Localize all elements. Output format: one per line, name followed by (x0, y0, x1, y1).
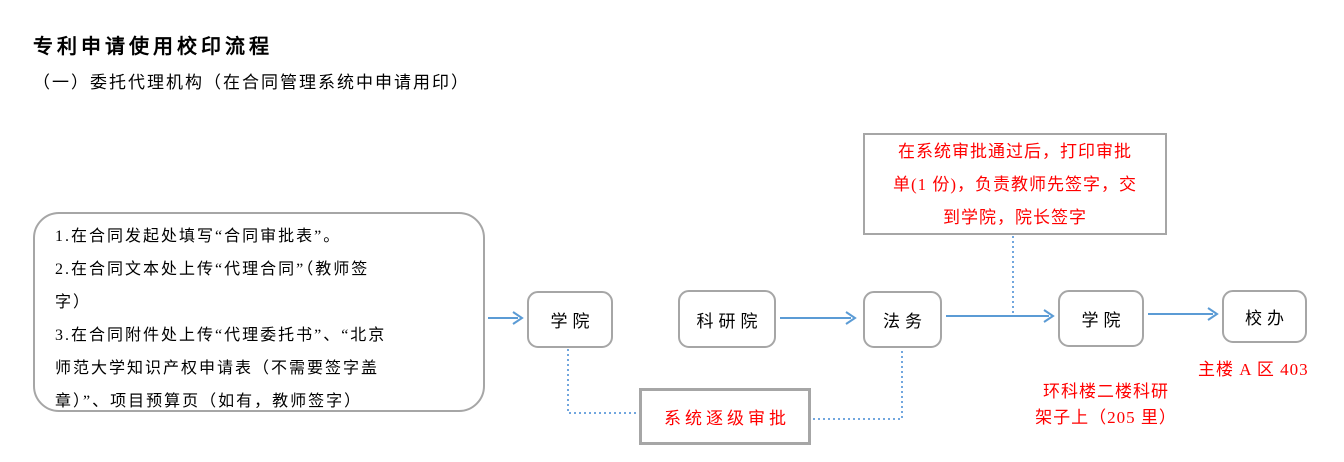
flow-step-xiaoban: 校办 (1222, 290, 1307, 343)
flow-step-fawu: 法务 (863, 291, 942, 348)
system-approval-box: 系统逐级审批 (639, 388, 811, 445)
location-note-xiaoban: 主楼 A 区 403 (1198, 360, 1309, 379)
arrow-instructions-to-xueyuan1 (488, 311, 524, 325)
arrow-xueyuan2-to-xiaoban (1148, 307, 1219, 321)
system-approval-label: 系统逐级审批 (664, 409, 790, 428)
page-title: 专利申请使用校印流程 (33, 36, 273, 58)
contract-instructions-text: 1.在合同发起处填写“合同审批表”。 2.在合同文本处上传“代理合同”（教师签 … (55, 228, 387, 410)
contract-instructions-box: 1.在合同发起处填写“合同审批表”。 2.在合同文本处上传“代理合同”（教师签 … (33, 212, 485, 412)
flow-step-label: 法务 (883, 312, 927, 331)
flow-step-keyanyuan: 科研院 (678, 290, 776, 348)
dotted-connector-system-to-fawu (813, 349, 903, 420)
flow-step-label: 校办 (1245, 309, 1289, 328)
page-subtitle: （一）委托代理机构（在合同管理系统中申请用印） (33, 73, 470, 92)
print-approval-note-box: 在系统审批通过后，打印审批 单(1 份)，负责教师先签字，交 到学院，院长签字 (863, 133, 1167, 235)
dotted-connector-xueyuan1-to-system (567, 349, 637, 414)
flow-step-xueyuan-2: 学院 (1058, 290, 1144, 347)
print-approval-note-text: 在系统审批通过后，打印审批 单(1 份)，负责教师先签字，交 到学院，院长签字 (892, 141, 1138, 227)
arrow-fawu-to-xueyuan2 (946, 309, 1055, 323)
flow-step-label: 科研院 (696, 311, 763, 331)
arrow-keyanyuan-to-fawu (780, 311, 857, 325)
flow-step-label: 学院 (1081, 311, 1126, 330)
flow-step-xueyuan-1: 学院 (527, 291, 613, 348)
location-note-xueyuan: 环科楼二楼科研 架子上（205 里） (1035, 382, 1177, 427)
flow-step-label: 学院 (550, 312, 595, 331)
